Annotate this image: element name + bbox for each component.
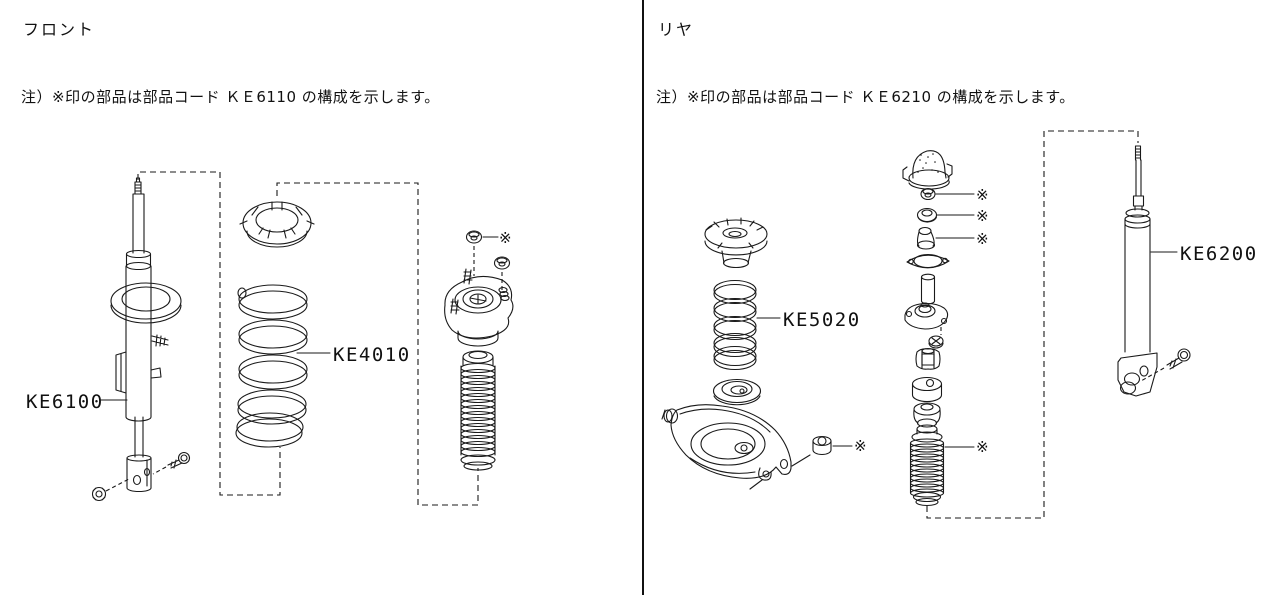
rear-section-note: 注）※印の部品は部品コード ＫＥ6210 の構成を示します。	[656, 88, 1075, 106]
rear-ref-mark-boot: ※	[976, 438, 989, 456]
rear-ref-mark-bushing: ※	[976, 230, 989, 248]
front-strut-bolt	[153, 453, 190, 475]
front-section-title: フロント	[23, 20, 96, 39]
rear-plate-nut	[929, 336, 943, 348]
front-section-note: 注）※印の部品は部品コード ＫＥ6110 の構成を示します。	[21, 88, 440, 106]
rear-seat-washer	[913, 378, 942, 402]
front-spring-group-bracket	[277, 183, 478, 505]
rear-section-title: リヤ	[658, 20, 695, 39]
rear-mount-bushing	[918, 228, 975, 250]
front-spring-label: KE4010	[297, 344, 411, 366]
front-spring-seat-drawing	[240, 202, 314, 247]
front-ref-mark-nut: ※	[499, 229, 512, 247]
front-spring-part-code: KE4010	[333, 344, 411, 366]
rear-spacer-tube	[922, 274, 935, 304]
rear-spring-part-code: KE5020	[783, 309, 861, 331]
front-strut-group-bracket	[138, 172, 280, 495]
rear-lower-spring-seat-drawing	[714, 380, 761, 405]
front-strut-nut	[93, 479, 130, 501]
front-strut-mount-drawing	[445, 269, 513, 346]
front-dust-boot-drawing	[461, 351, 495, 470]
rear-control-arm-drawing	[662, 405, 810, 489]
rear-washer	[918, 209, 975, 223]
rear-dust-boot-drawing	[911, 425, 975, 506]
section-divider-line	[642, 0, 644, 595]
rear-arm-nut	[813, 437, 852, 455]
rear-spring-label: KE5020	[757, 309, 861, 331]
rear-ref-mark-washer: ※	[976, 207, 989, 225]
front-strut-part-code: KE6100	[26, 391, 104, 413]
rear-shock-bolt	[1141, 349, 1190, 381]
rear-bound-bumper-cap-drawing	[903, 151, 952, 189]
rear-shock-drawing	[1118, 146, 1177, 396]
front-strut-label: KE6100	[26, 391, 127, 413]
front-coil-spring-drawing	[236, 285, 307, 447]
rear-upper-spring-seat-drawing	[705, 218, 767, 268]
rear-rod-nut	[921, 189, 974, 200]
rear-ref-mark-nut: ※	[976, 186, 989, 204]
front-mount-nut-upper	[467, 231, 499, 276]
rear-shock-part-code: KE6200	[1180, 243, 1258, 265]
rear-coil-spring-drawing	[714, 281, 756, 370]
rear-ref-mark-arm-nut: ※	[854, 437, 867, 455]
front-strut-drawing	[111, 178, 181, 492]
rear-mount-plate	[905, 303, 948, 335]
rear-bump-stop	[914, 403, 940, 427]
rear-shock-group-bracket	[927, 131, 1138, 518]
rear-gasket-plate	[907, 255, 949, 268]
rear-lock-bushing	[916, 349, 940, 370]
front-mount-nut-lower	[495, 257, 510, 292]
